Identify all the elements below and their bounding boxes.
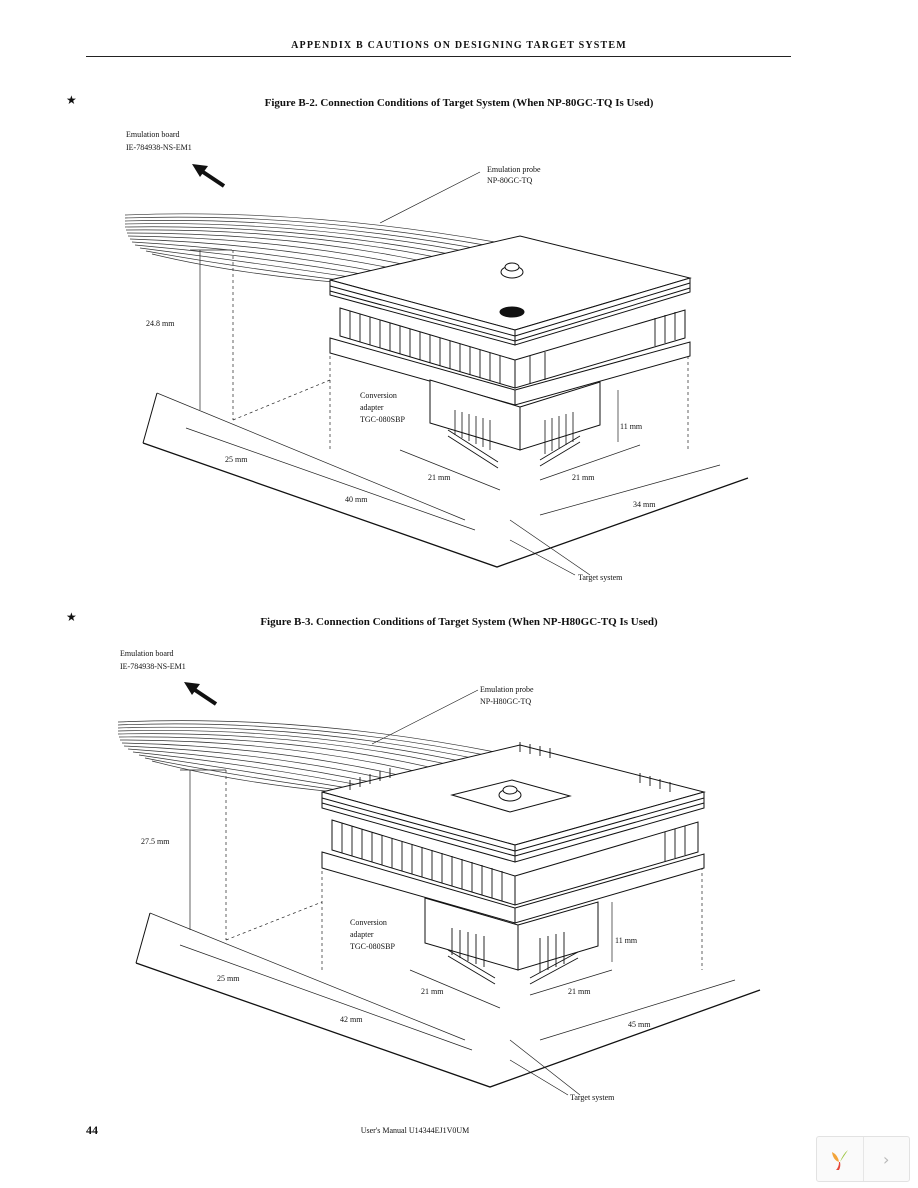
emulation-probe [329,235,692,389]
ribbon-cable [117,720,496,793]
dim-11: 11 mm [615,936,638,945]
dim-25: 25 mm [217,974,240,983]
board-direction-arrow [184,682,218,706]
adapter-model: TGC-080SBP [360,415,405,424]
dim-11: 11 mm [620,422,643,431]
target-system-board [135,912,761,1088]
figure-title: Figure B-2. Connection Conditions of Tar… [264,97,654,109]
dim-34: 45 mm [628,1020,651,1029]
emulation-probe-label: Emulation probe [480,685,534,694]
emulation-board-label: Emulation board [126,130,180,139]
adapter-label: Conversion [360,391,397,400]
adapter-label: Conversion [350,918,387,927]
target-system-label: Target system [570,1093,615,1102]
viewer-logo-icon [817,1137,863,1181]
dim-25: 25 mm [225,455,248,464]
page-number: 44 [86,1123,98,1137]
emulation-board-model: IE-784938-NS-EM1 [126,143,192,152]
emulation-probe-label: Emulation probe [487,165,541,174]
adapter-label: adapter [360,403,384,412]
emulation-probe [321,744,706,971]
dim-40: 42 mm [340,1015,363,1024]
dim-21b: 21 mm [568,987,591,996]
dim-34: 34 mm [633,500,656,509]
figure-b3-diagram: Emulation board IE-784938-NS-EM1 Emulati… [0,640,918,1110]
running-header: APPENDIX B CAUTIONS ON DESIGNING TARGET … [291,40,627,51]
revision-star: ★ [66,610,77,624]
figure-b2-diagram: Emulation board IE-784938-NS-EM1 Emulati… [0,120,918,590]
emulation-board-label: Emulation board [120,649,174,658]
target-system-label: Target system [578,573,623,582]
header-rule [86,56,791,57]
ribbon-cable [124,213,496,284]
dim-height: 24.8 mm [146,319,175,328]
dim-21a: 21 mm [421,987,444,996]
dim-height: 27.5 mm [141,837,170,846]
dim-40: 40 mm [345,495,368,504]
emulation-probe-model: NP-H80GC-TQ [480,697,531,706]
dim-21a: 21 mm [428,473,451,482]
adapter-model: TGC-080SBP [350,942,395,951]
figure-title: Figure B-3. Connection Conditions of Tar… [260,616,658,628]
adapter-label: adapter [350,930,374,939]
target-system-board [142,392,749,568]
emulation-board-model: IE-784938-NS-EM1 [120,662,186,671]
manual-code: User's Manual U14344EJ1V0UM [360,1126,470,1135]
page-viewer-widget: › [816,1136,910,1182]
dim-21b: 21 mm [572,473,595,482]
revision-star: ★ [66,93,77,107]
chevron-right-icon[interactable]: › [862,1137,910,1181]
board-direction-arrow [192,164,226,188]
emulation-probe-model: NP-80GC-TQ [487,176,533,185]
